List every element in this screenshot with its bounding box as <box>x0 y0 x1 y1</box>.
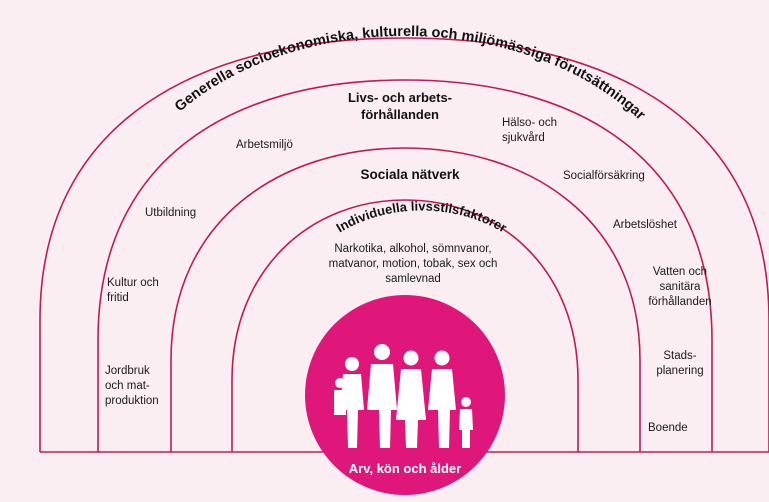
core-label: Arv, kön och ålder <box>348 461 462 476</box>
sector-arbetsloshet: Arbetslöshet <box>613 219 677 231</box>
sector-halso-och-sjukvard: Hälso- och sjukvård <box>502 117 557 144</box>
living-conditions-arc <box>97 79 713 452</box>
living-conditions-title: Livs- och arbets-förhållanden <box>347 90 453 122</box>
social-networks-title: Sociala nätverk <box>360 167 460 182</box>
sector-boende: Boende <box>648 422 688 434</box>
family-silhouette-icon <box>334 344 473 448</box>
sector-kultur-och-fritid: Kultur och fritid <box>107 277 159 304</box>
individual-layer-title: Individuella livsstilsfaktorer <box>333 198 509 235</box>
individual-factors-text: Narkotika, alkohol, sömnvanor, matvanor,… <box>328 243 498 285</box>
sector-stadsplanering: Stads-planering <box>656 350 704 377</box>
sector-jordbruk-och-matproduktion: Jordbruk och mat-produktion <box>105 365 159 407</box>
social-networks-arc <box>170 147 641 452</box>
outer-arc <box>39 37 769 452</box>
sector-utbildning: Utbildning <box>145 207 197 219</box>
sector-socialforsakring: Socialförsäkring <box>563 170 645 182</box>
individual-lifestyle-arc <box>231 199 579 452</box>
sector-arbetsmiljo: Arbetsmiljö <box>236 139 293 151</box>
sector-vatten-och-sanitara: Vatten och sanitära förhållanden <box>648 266 712 308</box>
